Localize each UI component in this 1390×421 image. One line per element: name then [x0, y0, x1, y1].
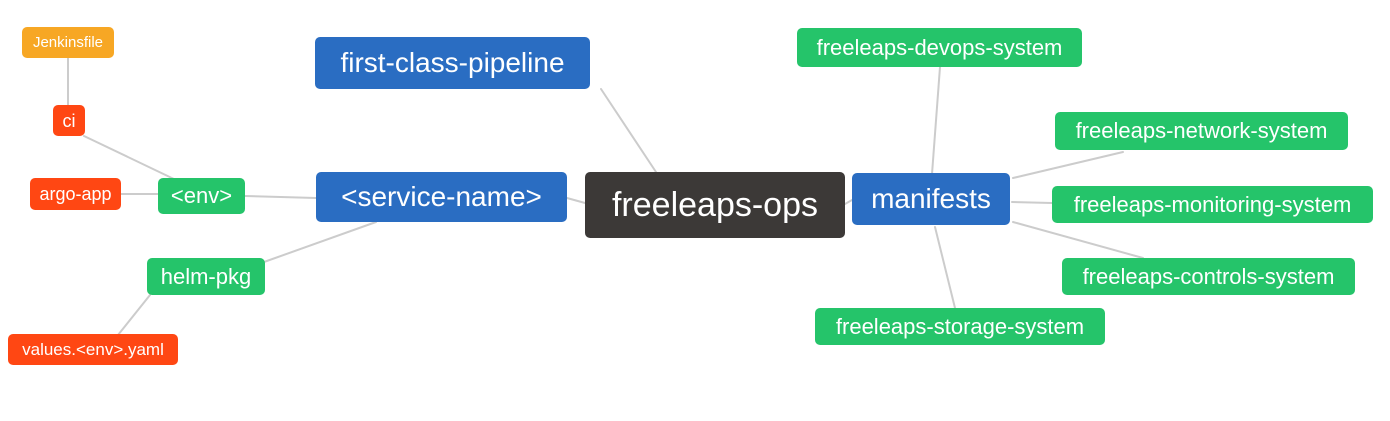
edge-manifests-network — [1012, 151, 1124, 179]
edge-service-name-ops — [566, 197, 586, 204]
edge-manifests-storage — [934, 226, 956, 309]
node-freeleaps-monitoring-system[interactable]: freeleaps-monitoring-system — [1052, 186, 1373, 223]
edge-pipeline-ops — [600, 88, 657, 173]
edge-ops-manifests — [844, 199, 853, 205]
node-argo-app[interactable]: argo-app — [30, 178, 121, 210]
edge-manifests-controls — [1012, 221, 1144, 259]
node-env[interactable]: <env> — [158, 178, 245, 214]
node-manifests[interactable]: manifests — [852, 173, 1010, 225]
edge-manifests-devops — [931, 66, 941, 175]
node-freeleaps-devops-system[interactable]: freeleaps-devops-system — [797, 28, 1082, 67]
edge-service-name-helm-pkg — [263, 221, 377, 263]
node-values-env-yaml[interactable]: values.<env>.yaml — [8, 334, 178, 365]
node-freeleaps-network-system[interactable]: freeleaps-network-system — [1055, 112, 1348, 150]
node-service-name[interactable]: <service-name> — [316, 172, 567, 222]
node-freeleaps-ops[interactable]: freeleaps-ops — [585, 172, 845, 238]
edge-helm-pkg-values — [117, 294, 151, 336]
node-jenkinsfile[interactable]: Jenkinsfile — [22, 27, 114, 58]
node-helm-pkg[interactable]: helm-pkg — [147, 258, 265, 295]
edge-manifests-monitoring — [1011, 201, 1053, 204]
edge-env-service-name — [244, 195, 317, 199]
node-first-class-pipeline[interactable]: first-class-pipeline — [315, 37, 590, 89]
node-freeleaps-storage-system[interactable]: freeleaps-storage-system — [815, 308, 1105, 345]
node-ci[interactable]: ci — [53, 105, 85, 136]
node-freeleaps-controls-system[interactable]: freeleaps-controls-system — [1062, 258, 1355, 295]
edge-ci-env — [83, 135, 177, 181]
